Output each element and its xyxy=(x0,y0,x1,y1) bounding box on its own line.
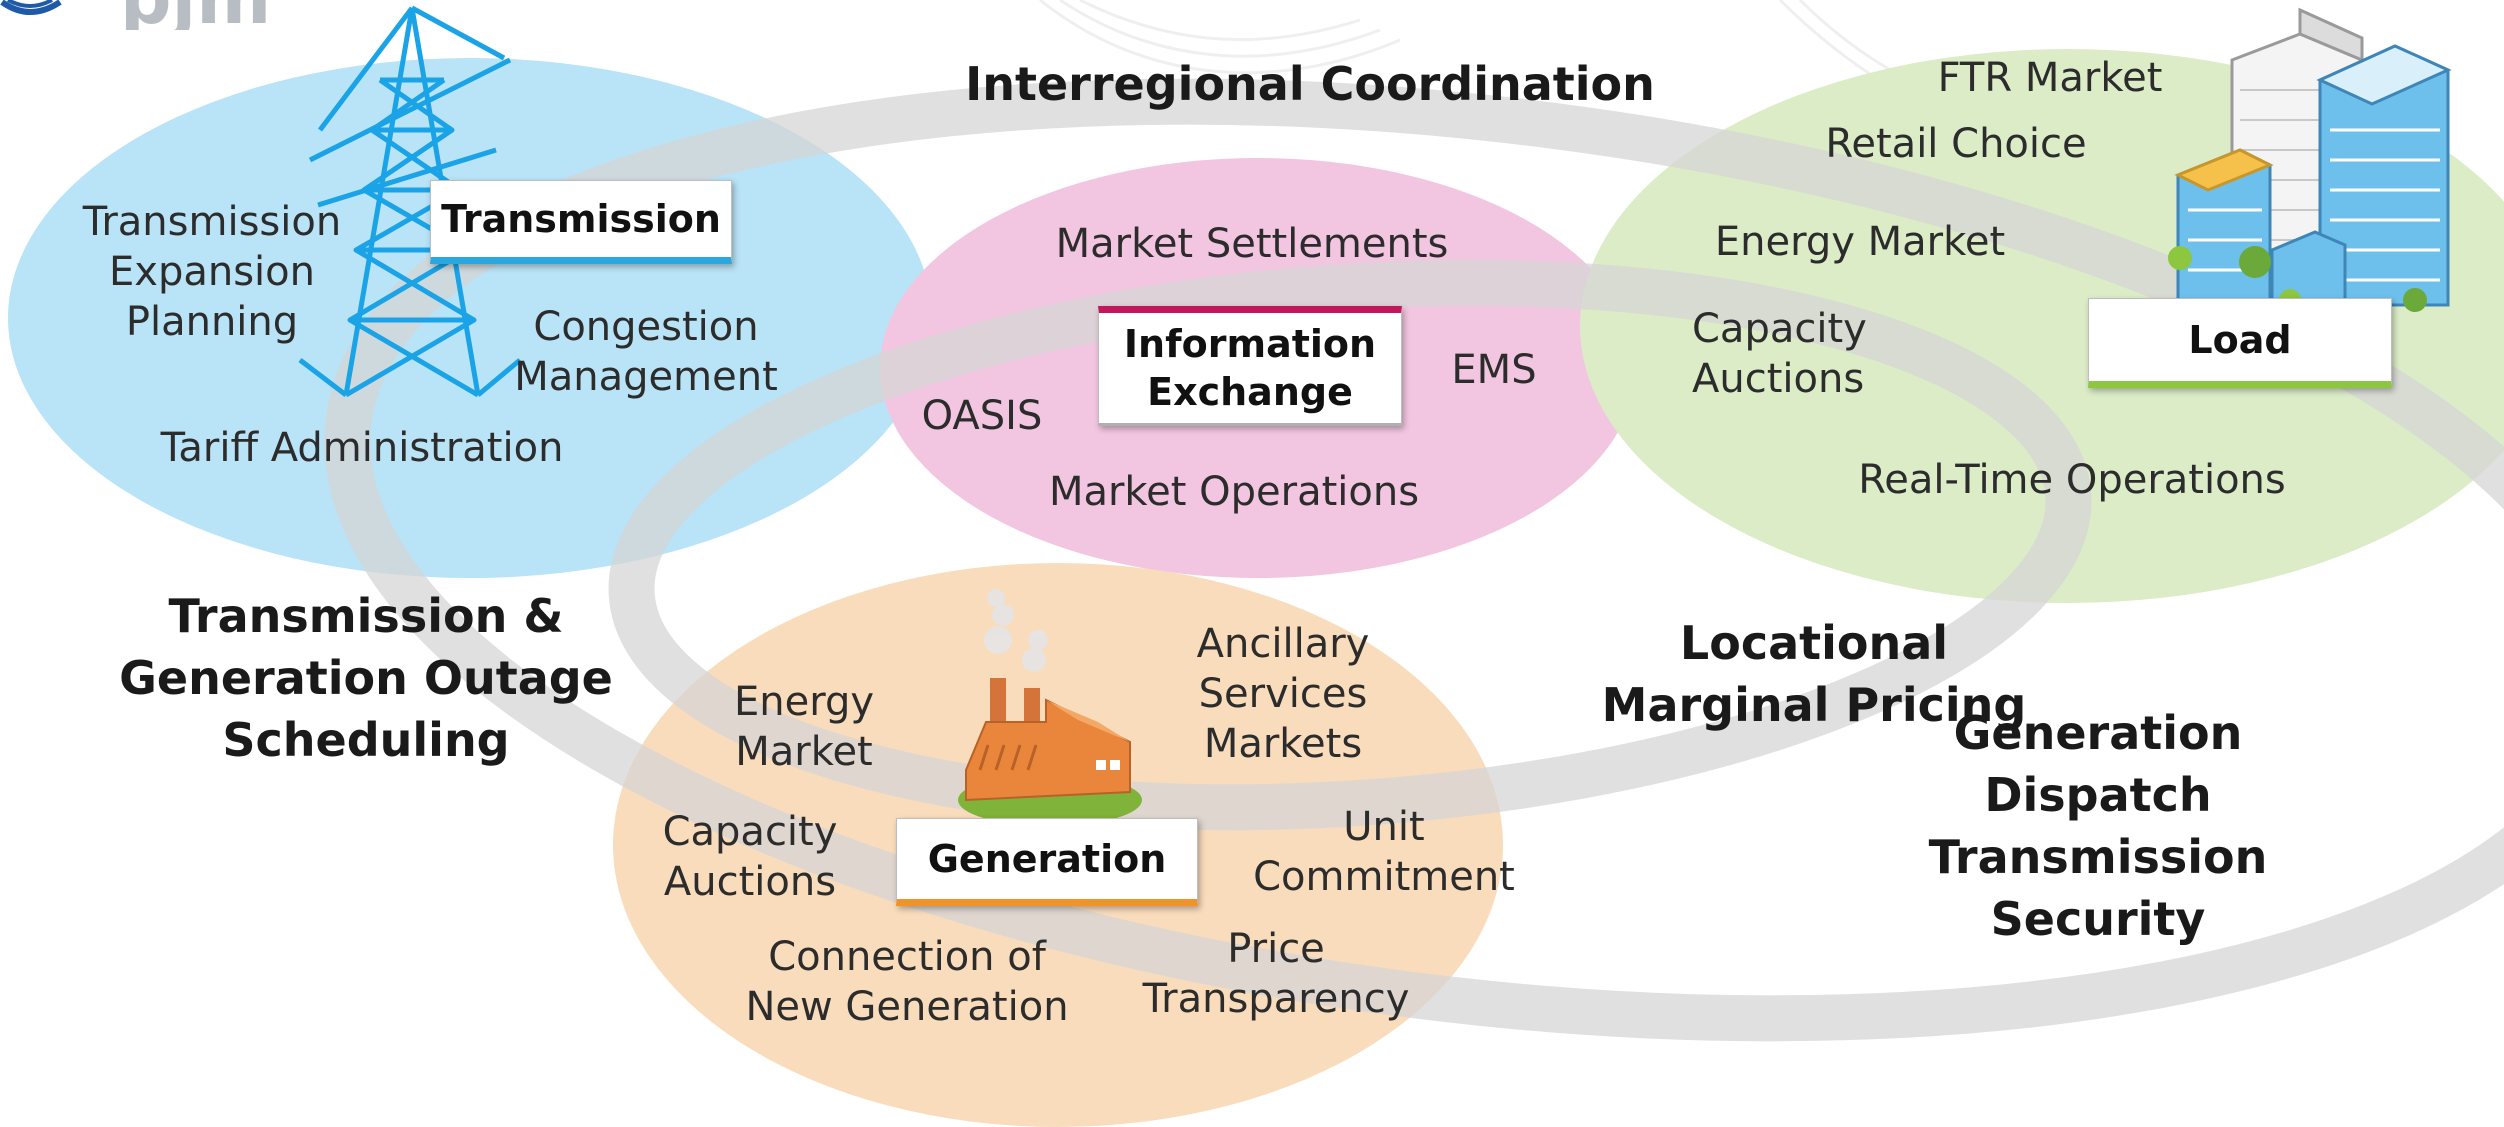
orbit-rings xyxy=(324,78,2504,1042)
information-exchange-tag: Information Exchange xyxy=(1098,306,1402,426)
generation-energy-market-label: Energy Market xyxy=(733,679,875,775)
connection-new-generation-label: Connection of New Generation xyxy=(745,934,1069,1030)
transmission-expansion-planning-label: Transmission Expansion Planning xyxy=(82,199,342,345)
locational-marginal-pricing-label: Locational Marginal Pricing xyxy=(1601,616,2027,732)
ftr-market-label: FTR Market xyxy=(1937,55,2163,101)
orbit-ring-outer xyxy=(324,78,2504,1042)
real-time-operations-label: Real-Time Operations xyxy=(1858,457,2286,503)
market-operations-label: Market Operations xyxy=(1048,469,1420,515)
oasis-label: OASIS xyxy=(921,393,1043,439)
ems-label: EMS xyxy=(1451,347,1537,393)
interregional-coordination-label: Interregional Coordination xyxy=(965,57,1655,111)
load-tag: Load xyxy=(2088,298,2392,388)
generation-capacity-auctions-label: Capacity Auctions xyxy=(662,809,838,905)
retail-choice-label: Retail Choice xyxy=(1825,121,2087,167)
congestion-management-label: Congestion Management xyxy=(514,304,778,400)
logo-text: pjm xyxy=(120,0,271,30)
outage-scheduling-label: Transmission & Generation Outage Schedul… xyxy=(119,589,613,767)
load-capacity-auctions-label: Capacity Auctions xyxy=(1692,306,1867,402)
load-energy-market-label: Energy Market xyxy=(1714,219,2006,265)
dispatch-security-label: Generation Dispatch Transmission Securit… xyxy=(1928,706,2268,946)
tariff-administration-label: Tariff Administration xyxy=(160,425,564,471)
city-buildings-icon xyxy=(2168,7,2452,332)
orbit-ring-inner xyxy=(608,259,2092,831)
generation-tag: Generation xyxy=(896,818,1198,906)
ancillary-services-markets-label: Ancillary Services Markets xyxy=(1196,621,1370,767)
transmission-tag: Transmission xyxy=(430,180,732,264)
price-transparency-label: Price Transparency xyxy=(1142,926,1410,1022)
unit-commitment-label: Unit Commitment xyxy=(1253,804,1515,900)
logo-mark xyxy=(0,0,62,15)
power-plant-icon xyxy=(958,589,1142,826)
transmission-tower-icon xyxy=(298,5,522,398)
market-settlements-label: Market Settlements xyxy=(1055,221,1449,267)
logo: pjm xyxy=(0,0,330,30)
